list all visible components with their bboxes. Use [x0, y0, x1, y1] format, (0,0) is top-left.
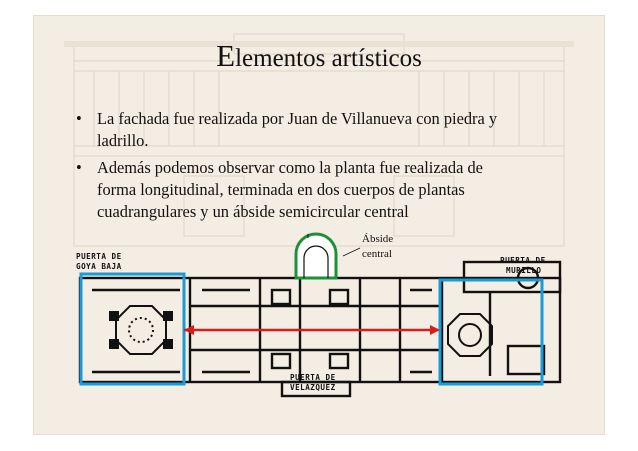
apse-annotation-line1: Ábside — [362, 233, 394, 245]
label-murillo: PUERTA DE MURILLO — [500, 256, 546, 276]
bullet-text-line: La fachada fue realizada por Juan de Vil… — [97, 109, 498, 128]
bullet-list: • La fachada fue realizada por Juan de V… — [64, 108, 564, 228]
bullet-text-line: cuadrangulares y un ábside semicircular … — [97, 202, 409, 221]
label-murillo-line1: PUERTA DE — [500, 256, 546, 265]
left-rotunda — [109, 305, 173, 355]
floor-plan: PUERTA DE GOYA BAJA PUERTA DE MURILLO PU… — [60, 226, 580, 426]
label-velazquez-line2: VELAZQUEZ — [290, 383, 336, 392]
label-goya-line1: PUERTA DE — [76, 252, 122, 261]
longitudinal-arrow — [184, 325, 440, 335]
facade-background-drawing — [64, 33, 574, 247]
apse-annotation-line2: central — [362, 248, 392, 260]
bullet-text-line: forma longitudinal, terminada en dos cue… — [97, 180, 465, 199]
label-velazquez-line1: PUERTA DE — [290, 373, 336, 382]
label-murillo-line2: MURILLO — [506, 266, 542, 275]
slide-background — [34, 16, 604, 434]
bullet-marker: • — [76, 158, 82, 177]
right-wing-highlight — [438, 278, 544, 386]
apse-annotation: Ábside central — [362, 232, 393, 262]
slide-title-rest: lementos artísticos — [235, 45, 422, 72]
bullet-item-plan: • Además podemos observar como la planta… — [64, 157, 564, 223]
slide-title: Elementos artísticos — [0, 38, 638, 74]
label-goya: PUERTA DE GOYA BAJA — [76, 252, 122, 272]
right-rotunda — [447, 313, 493, 357]
floor-plan-drawing — [78, 232, 562, 398]
label-goya-line2: GOYA BAJA — [76, 262, 122, 271]
label-velazquez: PUERTA DE VELAZQUEZ — [290, 373, 336, 393]
apse-annotation-pointer — [342, 247, 361, 257]
bullet-marker: • — [76, 109, 82, 128]
bullet-text-line: Además podemos observar como la planta f… — [97, 158, 483, 177]
slide-title-initial: E — [216, 38, 236, 73]
bullet-text-line: ladrillo. — [97, 131, 149, 150]
bullet-item-facade: • La fachada fue realizada por Juan de V… — [64, 108, 564, 152]
apse-outline — [294, 232, 338, 280]
